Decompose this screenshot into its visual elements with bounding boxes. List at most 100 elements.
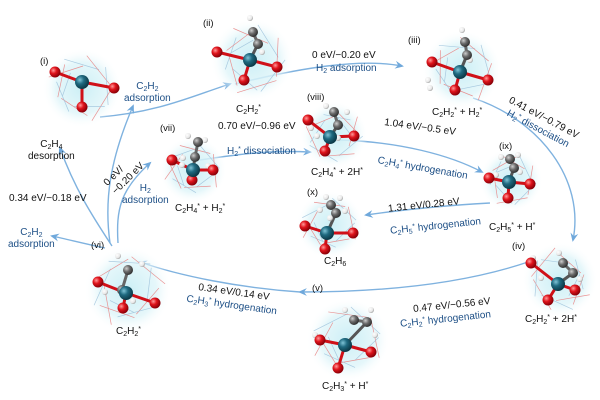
carbon-atom: [462, 50, 472, 60]
cage-bond: [57, 64, 66, 98]
oxygen-atom: [186, 174, 198, 186]
metal-atom: [323, 130, 337, 144]
carbon-atom: [123, 265, 133, 275]
oxygen-atom: [483, 172, 495, 184]
oxygen-atom: [319, 243, 331, 255]
cage-bond: [93, 268, 111, 306]
oxygen-atom: [482, 74, 494, 86]
hydrogen-atom: [259, 49, 265, 55]
cage-bond: [556, 294, 590, 301]
energy-vii-viii: 0.70 eV/−0.96 eV: [218, 121, 296, 132]
cage-bond: [338, 135, 363, 157]
state-label-vii: (vii): [160, 123, 176, 134]
cage-bond: [61, 98, 88, 116]
oxygen-atom: [524, 178, 536, 190]
oxygen-atom: [332, 362, 344, 374]
hydrogen-atom: [139, 261, 145, 267]
carbon-atom: [326, 200, 336, 210]
state-label-vi: (vi): [91, 240, 105, 251]
metal-atom: [502, 175, 516, 189]
hydrogen-atom: [115, 253, 121, 259]
energy-desorption: 0.34 eV/−0.18 eV: [9, 193, 87, 204]
molecule-iv: [522, 242, 598, 318]
oxygen-atom: [426, 56, 438, 68]
molecule-vii: [159, 133, 227, 204]
state-label-ix: (ix): [499, 141, 513, 152]
hydrogen-atom: [368, 307, 374, 313]
carbon-atom: [333, 120, 343, 130]
cage-bond: [313, 313, 348, 332]
hydrogen-atom: [342, 307, 348, 313]
cage-bond: [86, 55, 111, 85]
cage-bond: [168, 162, 182, 189]
oxygen-atom: [207, 164, 219, 176]
hydrogen-atom: [556, 250, 562, 256]
hydrogen-atom: [517, 169, 523, 175]
oxygen-atom: [211, 46, 223, 58]
cage-bond: [198, 143, 220, 169]
molecule-vi: [84, 246, 172, 334]
cage-bond: [172, 178, 197, 194]
hydrogen-atom: [372, 332, 378, 338]
hydrogen-atom: [308, 125, 314, 131]
hydrogen-atom: [102, 289, 108, 295]
hydrogen-atom: [179, 162, 185, 168]
hydrogen-atom: [317, 207, 323, 213]
arrow-readsorb: [50, 233, 106, 249]
species-ii: C2H2*: [236, 104, 262, 116]
oxygen-atom: [347, 227, 359, 239]
cage-bond: [311, 115, 337, 127]
metal-atom: [75, 75, 89, 89]
carbon-atom: [193, 137, 203, 147]
cage-bond: [438, 44, 476, 49]
molecule-viii: [300, 101, 368, 169]
hydrogen-atom: [515, 152, 521, 158]
cage-bond: [56, 81, 70, 112]
hydrogen-atom: [577, 276, 583, 282]
cage-bond: [99, 305, 135, 319]
hydrogen-atom: [498, 154, 504, 160]
carbon-atom: [460, 37, 470, 47]
hydrogen-atom: [538, 275, 544, 281]
molecule-v: [306, 298, 390, 382]
arrow-ix-x: [364, 202, 491, 218]
hydrogen-atom: [314, 133, 320, 139]
cage-bond: [93, 258, 129, 281]
cage-bond: [302, 210, 319, 238]
cage-bond: [231, 39, 254, 54]
metal-atom: [453, 65, 467, 79]
metal-atom: [243, 53, 257, 67]
arrow-vi-up: [107, 104, 134, 244]
hydrogen-atom: [493, 172, 499, 178]
carbon-atom: [329, 107, 339, 117]
cage-bond: [117, 307, 152, 318]
carbon-atom: [568, 268, 578, 278]
metal-atom: [338, 338, 352, 352]
energy-ii-iii: 0 eV/−0.20 eV: [312, 50, 376, 61]
hydrogen-atom: [327, 215, 333, 221]
oxygen-atom: [49, 66, 61, 78]
cage-bond: [131, 256, 166, 285]
hydrogen-atom: [342, 208, 348, 214]
hydrogen-atom: [344, 109, 350, 115]
cage-bond: [339, 356, 373, 364]
cage-bond: [305, 126, 321, 157]
hydrogen-atom: [180, 155, 186, 161]
arrow-iii-iv: [472, 97, 579, 242]
cage-bond: [310, 235, 336, 248]
hydrogen-atom: [247, 15, 253, 21]
cage-bond: [236, 80, 277, 93]
species-iii: C2H2* + H2*: [432, 107, 483, 119]
cage-bond: [146, 267, 152, 302]
cage-bond: [164, 154, 183, 180]
metal-atom: [551, 277, 565, 291]
cage-bond: [444, 57, 449, 82]
species-vi: C2H2*: [116, 326, 142, 338]
cage-bond: [531, 247, 556, 277]
hydrogen-atom: [323, 103, 329, 109]
carbon-atom: [558, 258, 568, 268]
